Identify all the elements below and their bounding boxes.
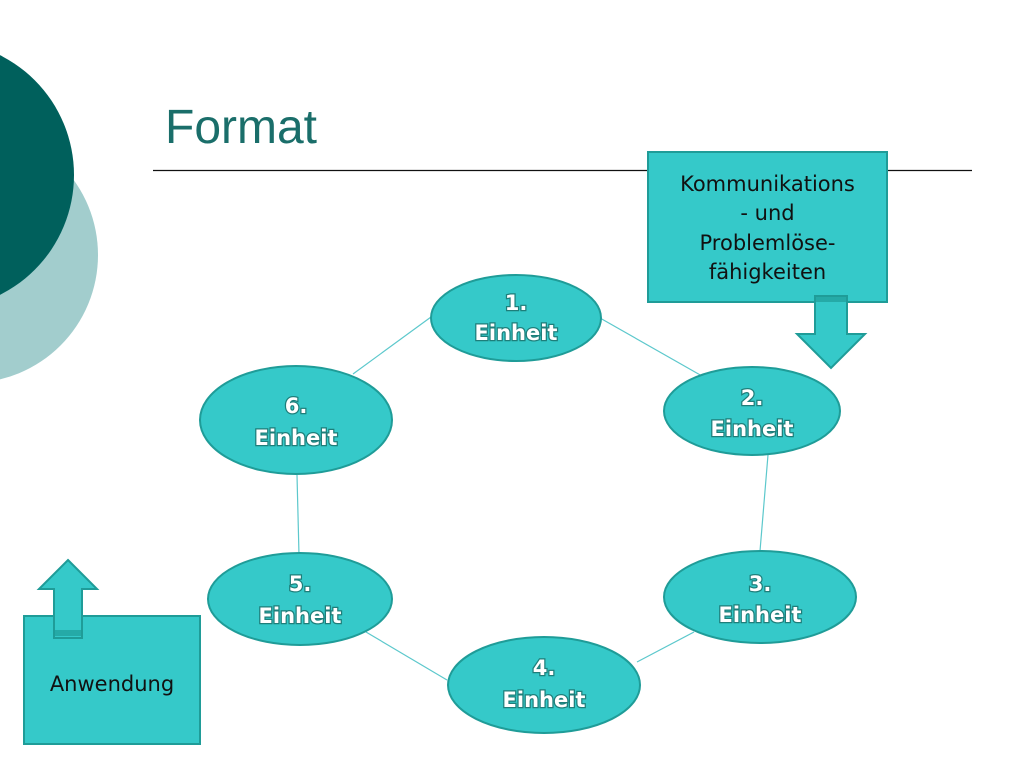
down-arrow-icon	[794, 295, 868, 370]
node-5-number: 5.	[289, 572, 312, 596]
node-1: 1. Einheit	[430, 274, 602, 362]
connector-2-3	[759, 454, 769, 552]
kommunikation-box: Kommunikations - und Problemlöse- fähigk…	[647, 151, 888, 303]
node-6: 6. Einheit	[199, 365, 393, 475]
node-4: 4. Einheit	[447, 636, 641, 734]
kommunikation-line-4: fähigkeiten	[709, 260, 826, 284]
decor-dark-circle	[0, 55, 74, 295]
node-4-label: Einheit	[503, 688, 586, 712]
anwendung-box: Anwendung	[23, 615, 201, 745]
node-3-number: 3.	[749, 572, 772, 596]
kommunikation-line-2: - und	[740, 201, 794, 225]
node-1-number: 1.	[505, 291, 528, 315]
cycle-connectors	[296, 316, 769, 681]
kommunikation-line-1: Kommunikations	[680, 172, 855, 196]
node-6-label: Einheit	[255, 426, 338, 450]
node-4-number: 4.	[533, 656, 556, 680]
node-1-label: Einheit	[475, 321, 558, 345]
node-2-label: Einheit	[711, 417, 794, 441]
node-6-number: 6.	[285, 394, 308, 418]
up-arrow-icon	[36, 558, 100, 639]
node-5-label: Einheit	[259, 604, 342, 628]
connector-5-6	[296, 474, 300, 556]
page-title: Format	[165, 101, 318, 154]
connector-1-2	[599, 317, 703, 377]
connector-4-5	[365, 631, 448, 681]
connector-6-1	[352, 316, 432, 375]
node-3-label: Einheit	[719, 603, 802, 627]
node-2: 2. Einheit	[663, 366, 841, 456]
anwendung-label: Anwendung	[50, 672, 174, 696]
connector-3-4	[636, 631, 695, 663]
node-5: 5. Einheit	[207, 552, 393, 646]
node-2-number: 2.	[741, 386, 764, 410]
kommunikation-line-3: Problemlöse-	[700, 231, 836, 255]
node-3: 3. Einheit	[663, 550, 857, 644]
